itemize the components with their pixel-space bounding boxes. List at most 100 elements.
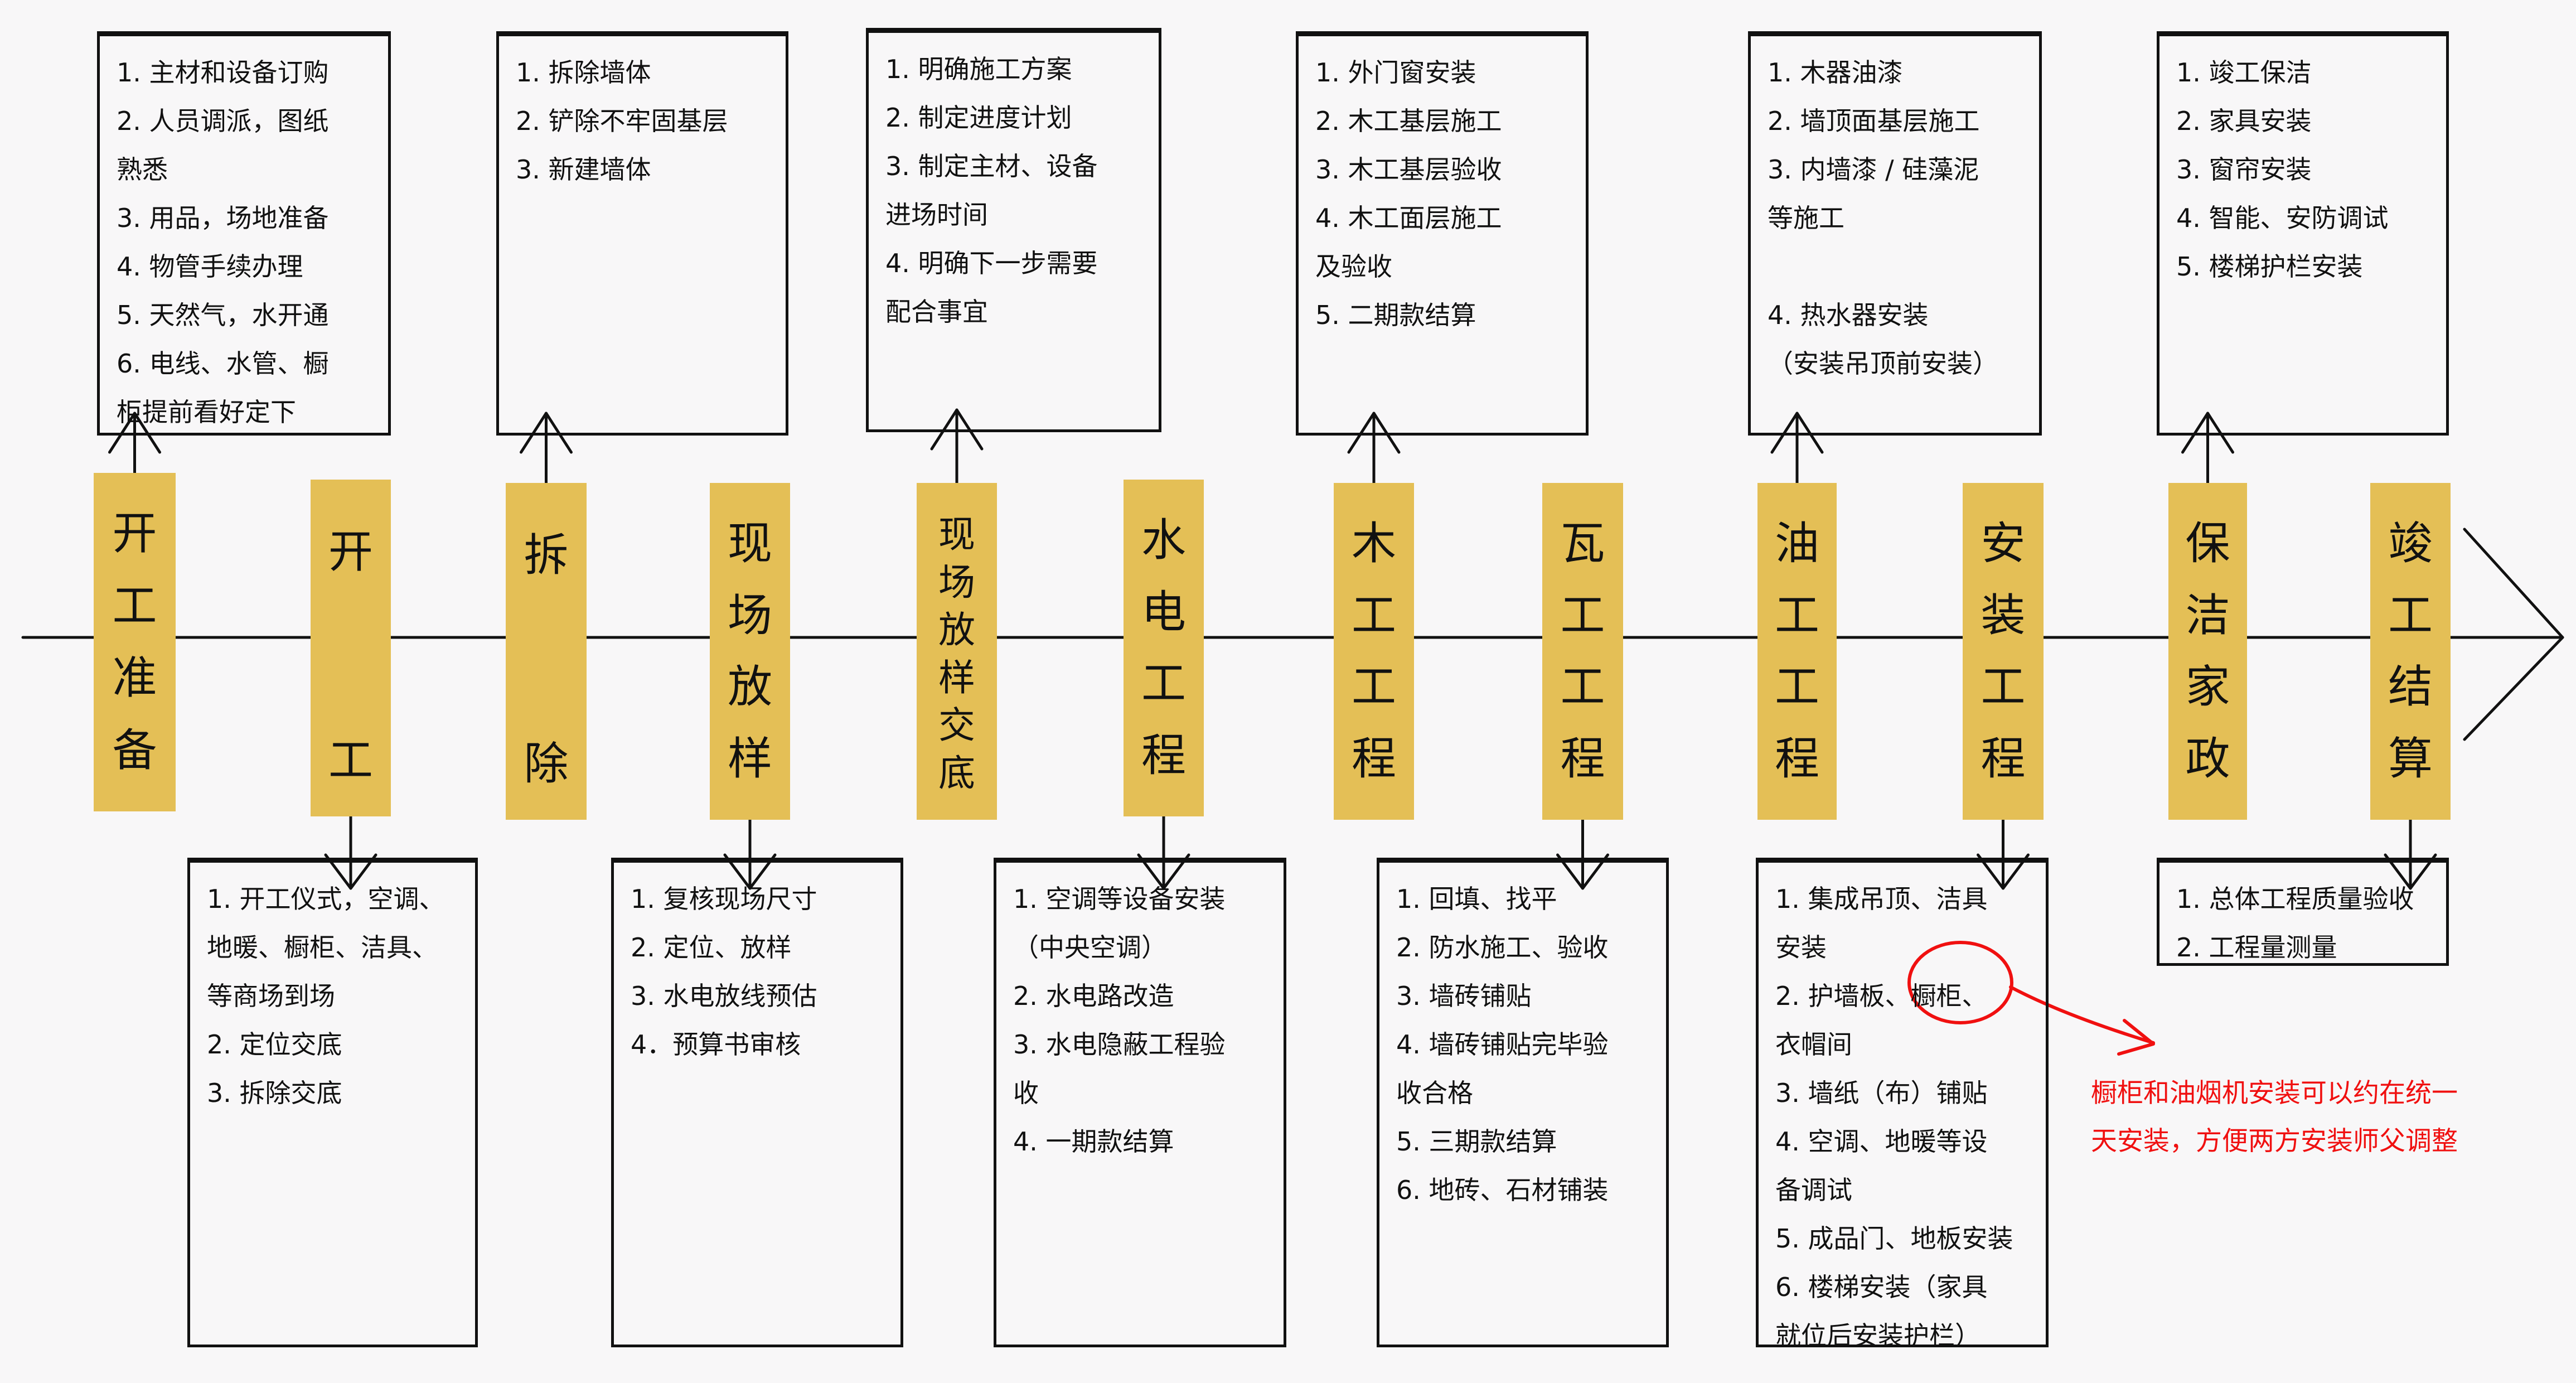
task-line: 1. 外门窗安装 bbox=[1315, 57, 1476, 88]
task-line: 收合格 bbox=[1396, 1078, 1473, 1108]
stage-label-char: 交 bbox=[938, 704, 975, 747]
task-line: 收 bbox=[1013, 1078, 1039, 1108]
task-box: 1. 明确施工方案 2. 制定进度计划 3. 制定主材、设备进场时间 4. 明确下一步… bbox=[866, 28, 1161, 432]
task-line: 1. 总体工程质量验收 bbox=[2176, 884, 2414, 914]
task-line: 配合事宜 bbox=[885, 297, 988, 327]
stage-label-char: 备 bbox=[112, 724, 157, 776]
stage-label-char: 水 bbox=[1141, 514, 1186, 566]
task-line: 4. 物管手续办理 bbox=[117, 252, 303, 282]
annotation-line: 天安装，方便两方安装师父调整 bbox=[2091, 1126, 2458, 1157]
stage-label-char: 准 bbox=[112, 652, 157, 704]
task-line: 3. 水电放线预估 bbox=[631, 981, 817, 1011]
stage-label-char: 样 bbox=[938, 656, 975, 699]
stage-label-char: 除 bbox=[524, 738, 569, 790]
task-line: 1. 复核现场尺寸 bbox=[631, 884, 817, 914]
task-line: 2. 墙顶面基层施工 bbox=[1768, 106, 1980, 136]
task-line: 安装 bbox=[1775, 932, 1827, 963]
task-line: 2. 工程量测量 bbox=[2176, 932, 2337, 963]
stage-label-char: 工 bbox=[1352, 589, 1396, 641]
task-line: 2. 定位交底 bbox=[207, 1029, 342, 1060]
task-line: 1. 回填、找平 bbox=[1396, 884, 1557, 914]
task-line: 3. 木工基层验收 bbox=[1315, 154, 1502, 185]
stage-bar: 瓦工工程 bbox=[1542, 483, 1623, 820]
task-line: 3. 用品，场地准备 bbox=[117, 203, 329, 233]
task-line: 5. 二期款结算 bbox=[1315, 300, 1476, 330]
task-line: （安装吊顶前安装） bbox=[1768, 349, 1998, 379]
task-line: 进场时间 bbox=[885, 200, 988, 230]
stage-label-char: 程 bbox=[1981, 733, 2026, 785]
task-line: 4．预算书审核 bbox=[631, 1029, 801, 1060]
stage-label-char: 底 bbox=[938, 751, 975, 795]
stage-label-char: 洁 bbox=[2185, 589, 2230, 641]
stage-label-char: 保 bbox=[2185, 517, 2230, 569]
stage-bar: 安装工程 bbox=[1963, 483, 2044, 820]
annotation-line: 橱柜和油烟机安装可以约在统一 bbox=[2091, 1078, 2458, 1109]
stage-label-char: 放 bbox=[938, 608, 975, 652]
task-line: 3. 制定主材、设备 bbox=[885, 151, 1098, 181]
task-line: 备调试 bbox=[1775, 1175, 1852, 1205]
task-line: 地暖、橱柜、洁具、 bbox=[207, 932, 438, 963]
task-line: 就位后安装护栏） bbox=[1775, 1321, 1981, 1351]
task-line: 3. 墙纸（布）铺贴 bbox=[1775, 1078, 1988, 1108]
stage-label-char: 瓦 bbox=[1560, 517, 1605, 569]
task-line: 4. 明确下一步需要 bbox=[885, 248, 1098, 278]
timeline-arrowhead bbox=[2463, 528, 2564, 741]
stage-label-char: 程 bbox=[1352, 733, 1396, 785]
task-line: 及验收 bbox=[1315, 252, 1392, 282]
task-line: 1. 木器油漆 bbox=[1768, 57, 1903, 88]
task-line: 3. 拆除交底 bbox=[207, 1078, 342, 1108]
stage-bar: 水电工程 bbox=[1124, 480, 1204, 816]
stage-label-char: 场 bbox=[938, 560, 975, 604]
task-line: 2. 铲除不牢固基层 bbox=[516, 106, 728, 136]
task-line: 2. 制定进度计划 bbox=[885, 103, 1072, 133]
stage-label-char: 电 bbox=[1141, 586, 1186, 638]
stage-label-char: 开 bbox=[328, 526, 373, 578]
stage-label-char: 竣 bbox=[2388, 517, 2433, 569]
stage-label-char: 样 bbox=[728, 733, 772, 785]
stage-label-char: 工 bbox=[2388, 589, 2433, 641]
task-line: 等商场到场 bbox=[207, 981, 335, 1011]
annotation-arrowhead bbox=[2117, 1019, 2155, 1056]
stage-label-char: 工 bbox=[1560, 589, 1605, 641]
stage-label-char: 安 bbox=[1981, 517, 2026, 569]
task-line: 1. 明确施工方案 bbox=[885, 54, 1072, 84]
task-line: 2. 护墙板、橱柜、 bbox=[1775, 981, 1988, 1011]
task-line: 3. 墙砖铺贴 bbox=[1396, 981, 1532, 1011]
task-line: 2. 水电路改造 bbox=[1013, 981, 1174, 1011]
task-line: 1. 空调等设备安装 bbox=[1013, 884, 1226, 914]
stage-bar: 保洁家政 bbox=[2168, 483, 2247, 820]
stage-label-char: 油 bbox=[1775, 517, 1819, 569]
stage-label-char: 结 bbox=[2388, 661, 2433, 713]
stage-bar: 木工工程 bbox=[1334, 483, 1414, 820]
task-line: 3. 内墙漆 / 硅藻泥 bbox=[1768, 154, 1979, 185]
stage-label-char: 工 bbox=[1981, 661, 2026, 713]
stage-label-char: 程 bbox=[1775, 733, 1819, 785]
task-line: 2. 家具安装 bbox=[2176, 106, 2312, 136]
stage-label-char: 程 bbox=[1141, 729, 1186, 782]
task-line: 1. 拆除墙体 bbox=[516, 57, 651, 88]
stage-bar: 油工工程 bbox=[1757, 483, 1837, 820]
task-line: 4. 墙砖铺贴完毕验 bbox=[1396, 1029, 1609, 1060]
task-line bbox=[1768, 243, 2039, 291]
task-line: 2. 防水施工、验收 bbox=[1396, 932, 1609, 963]
task-line: 4. 空调、地暖等设 bbox=[1775, 1126, 1988, 1157]
stage-bar: 开工准备 bbox=[94, 473, 176, 811]
task-line: 等施工 bbox=[1768, 203, 1844, 233]
task-line: 熟悉 bbox=[117, 154, 168, 185]
task-line: 6. 楼梯安装（家具 bbox=[1775, 1272, 1988, 1302]
stage-bar: 竣工结算 bbox=[2370, 483, 2451, 820]
stage-label-char: 木 bbox=[1352, 517, 1396, 569]
task-line: 5. 天然气，水开通 bbox=[117, 300, 329, 330]
task-box: 1. 总体工程质量验收 2. 工程量测量 bbox=[2157, 858, 2449, 966]
annotation-note: 橱柜和油烟机安装可以约在统一 天安装，方便两方安装师父调整 bbox=[2091, 1070, 2458, 1166]
task-line: 柜提前看好定下 bbox=[117, 397, 296, 427]
task-line: 衣帽间 bbox=[1775, 1029, 1852, 1060]
stage-label-char: 拆 bbox=[524, 529, 569, 581]
task-line: 2. 人员调派，图纸 bbox=[117, 106, 329, 136]
stage-label-char: 现 bbox=[728, 517, 772, 569]
task-line: 5. 楼梯护栏安装 bbox=[2176, 252, 2363, 282]
